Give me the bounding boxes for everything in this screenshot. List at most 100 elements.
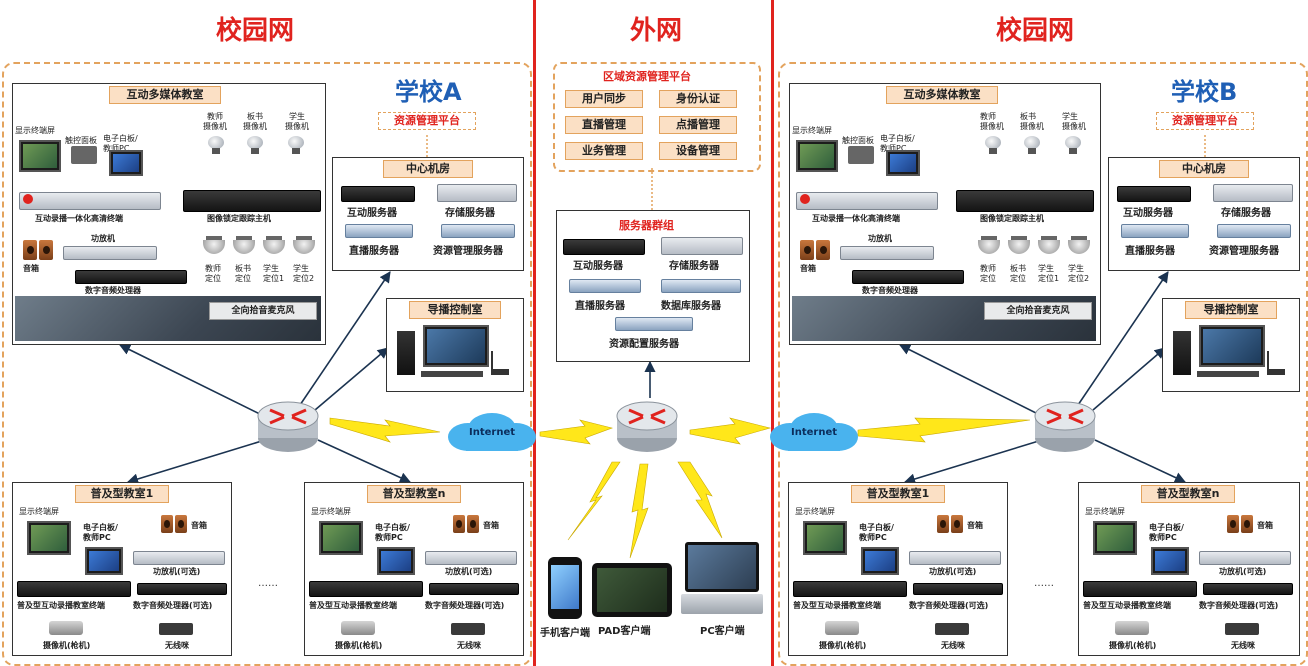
- platform-item-vod[interactable]: 点播管理: [659, 116, 737, 134]
- amp-device: [425, 551, 517, 565]
- microphone-icon: [1267, 351, 1285, 375]
- speaker-label: 音箱: [800, 264, 816, 273]
- display-label: 显示终端屏: [792, 126, 832, 135]
- speaker-icon-2: [1241, 515, 1253, 533]
- monitor-icon: [1199, 325, 1265, 367]
- server-label-interactive: 互动服务器: [1123, 208, 1173, 219]
- config-server-icon: [615, 317, 693, 331]
- speaker-label: 音箱: [1257, 521, 1273, 530]
- platform-item-auth[interactable]: 身份认证: [659, 90, 737, 108]
- dsp-device: [1203, 583, 1293, 595]
- school-b-basic-room-n: 普及型教室n 显示终端屏 电子白板/ 教师PC 音箱 功放机(可选) 普及型互动…: [1078, 482, 1300, 656]
- teacher-camera-icon: [206, 136, 226, 154]
- router-mid-icon[interactable]: [615, 398, 679, 456]
- zone-title-left: 校园网: [215, 16, 294, 46]
- school-b-title: 学校B: [1171, 78, 1238, 106]
- whiteboard-screen: [85, 547, 123, 575]
- laptop-icon[interactable]: [681, 542, 763, 616]
- amp-device: [63, 246, 157, 260]
- phone-icon[interactable]: [548, 557, 582, 619]
- link-b-roomn: [1094, 439, 1187, 483]
- school-b-center-room: 中心机房 互动服务器 存储服务器 直播服务器 资源管理服务器: [1108, 157, 1300, 271]
- speaker-label: 音箱: [191, 521, 207, 530]
- server-label-config: 资源配置服务器: [609, 339, 679, 350]
- speaker-icon-2: [467, 515, 479, 533]
- platform-item-business[interactable]: 业务管理: [565, 142, 643, 160]
- internet-cloud-left[interactable]: Internet: [446, 411, 538, 455]
- whiteboard-label: 电子白板/ 教师PC: [859, 523, 894, 542]
- client-pc-label: PC客户端: [700, 626, 745, 637]
- speaker-icon: [161, 515, 173, 533]
- wireless-label: 无线咪: [1231, 641, 1255, 650]
- router-b-icon[interactable]: [1033, 398, 1097, 456]
- terminal-label: 互动录播一体化高清终端: [35, 214, 123, 223]
- display-label: 显示终端屏: [1085, 507, 1125, 516]
- campus-region-b: [778, 62, 1308, 666]
- platform-item-live[interactable]: 直播管理: [565, 116, 643, 134]
- interactive-server-icon: [1117, 186, 1191, 202]
- wireless-label: 无线咪: [457, 641, 481, 650]
- wireless-mic-icon: [1225, 623, 1259, 635]
- cam-board-label: 板书 摄像机: [1020, 112, 1044, 131]
- internet-label-left: Internet: [468, 427, 515, 438]
- link-b-room1: [903, 439, 1043, 485]
- dsp-device: [429, 583, 519, 595]
- basic-room-title: 普及型教室1: [75, 485, 169, 503]
- display-label: 显示终端屏: [15, 126, 55, 135]
- tracker-device: [956, 190, 1094, 212]
- brand-logo-icon: [23, 194, 33, 204]
- lightning-pad: [629, 463, 649, 559]
- internet-cloud-right[interactable]: Internet: [768, 411, 860, 455]
- link-a-roomn: [317, 439, 412, 483]
- platform-item-user-sync[interactable]: 用户同步: [565, 90, 643, 108]
- camera-label: 摄像机(枪机): [335, 641, 383, 650]
- whiteboard-label: 电子白板/ 教师PC: [1149, 523, 1184, 542]
- camera-bullet-icon: [341, 621, 375, 635]
- school-a-basic-room-1: 普及型教室1 显示终端屏 电子白板/ 教师PC 音箱 功放机(可选) 普及型互动…: [12, 482, 232, 656]
- router-a-icon[interactable]: [256, 398, 320, 456]
- speaker-icon: [1227, 515, 1239, 533]
- zone-title-middle: 外网: [629, 16, 682, 46]
- display-screen: [319, 521, 363, 555]
- server-label-live: 直播服务器: [349, 246, 399, 257]
- amp-label: 功放机(可选): [1219, 567, 1267, 576]
- teacher-camera-icon: [983, 136, 1003, 154]
- student-camera-icon: [286, 136, 306, 154]
- speaker-icon: [937, 515, 949, 533]
- cam-teacher-label: 教师 摄像机: [203, 112, 227, 131]
- cloud-icon: [770, 413, 858, 451]
- server-group-title: 服务器群组: [619, 219, 674, 232]
- school-b-platform-tag[interactable]: 资源管理平台: [1156, 112, 1254, 130]
- ellipsis-a: ……: [258, 578, 278, 589]
- lightning-a-internet: [329, 417, 441, 443]
- whiteboard-screen: [109, 150, 143, 176]
- camera-label: 摄像机(枪机): [43, 641, 91, 650]
- database-server-icon: [661, 279, 741, 293]
- resource-server-icon: [441, 224, 515, 238]
- keyboard-icon: [1197, 371, 1259, 377]
- tablet-icon[interactable]: [592, 563, 672, 617]
- school-a-control-room: 导播控制室: [386, 298, 524, 392]
- school-b-control-room: 导播控制室: [1162, 298, 1300, 392]
- school-a-center-room: 中心机房 互动服务器 存储服务器 直播服务器 资源管理服务器: [332, 157, 524, 271]
- tracker-label: 图像锁定跟踪主机: [980, 214, 1044, 223]
- dsp-label: 数字音频处理器(可选): [133, 601, 213, 610]
- board-camera-icon: [245, 136, 265, 154]
- loc1-label: 教师 定位: [980, 264, 996, 283]
- school-a-platform-tag[interactable]: 资源管理平台: [378, 112, 476, 130]
- dsp-label: 数字音频处理器: [85, 286, 141, 295]
- terminal-label: 普及型互动录播教室终端: [17, 601, 105, 610]
- platform-item-device[interactable]: 设备管理: [659, 142, 737, 160]
- center-room-title: 中心机房: [383, 160, 473, 178]
- zone-title-right: 校园网: [995, 16, 1074, 46]
- school-b-multimedia-classroom: 互动多媒体教室 显示终端屏 触控面板 电子白板/ 教师PC 教师 摄像机 板书 …: [789, 83, 1101, 345]
- regional-platform-title: 区域资源管理平台: [603, 70, 691, 83]
- control-room-title: 导播控制室: [409, 301, 501, 319]
- cam-student-label: 学生 摄像机: [285, 112, 309, 131]
- school-a-multimedia-classroom: 互动多媒体教室 显示终端屏 触控面板 电子白板/ 教师PC 教师 摄像机 板书 …: [12, 83, 326, 345]
- cam-student-label: 学生 摄像机: [1062, 112, 1086, 131]
- mic-label: 全向拾音麦克风: [209, 302, 317, 320]
- storage-server-icon: [1213, 184, 1293, 202]
- speaker-label: 音箱: [23, 264, 39, 273]
- basic-room-title: 普及型教室n: [367, 485, 461, 503]
